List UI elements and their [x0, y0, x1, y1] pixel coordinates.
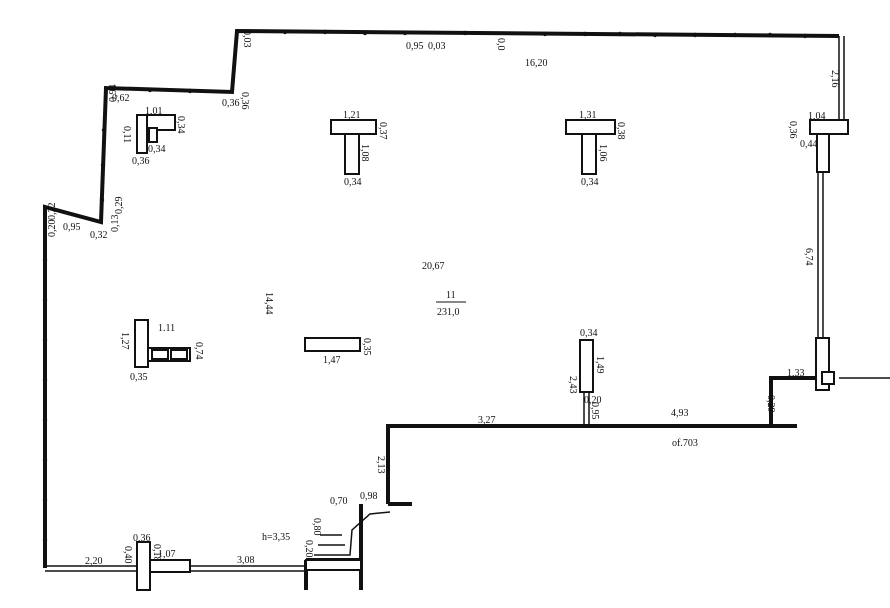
column-4	[134, 319, 191, 368]
dim-center-length: 20,67	[422, 261, 445, 272]
dim-top-small-b: 0,03	[428, 41, 446, 52]
stair-steps	[314, 511, 391, 556]
dim-left-d: 0,32	[90, 230, 108, 241]
dim-bottom-b: 0,36	[133, 533, 151, 544]
dim-right-col-b: 0,36	[787, 121, 798, 139]
dim-top-left-a: 0,03	[241, 30, 252, 48]
dim-stair-a: 0,70	[330, 496, 348, 507]
room-number: 11	[446, 290, 456, 301]
dim-col1-w: 1,01	[145, 106, 163, 117]
column-right-step	[815, 337, 835, 391]
column-1	[136, 114, 176, 154]
column-5	[579, 339, 594, 426]
dim-bottom-c: 0,40	[122, 546, 133, 564]
room-area: 231,0	[437, 307, 460, 318]
dim-top-length: 16,20	[525, 58, 548, 69]
dim-col1-a: 0,36	[132, 156, 150, 167]
dim-col5-w: 0,34	[580, 328, 598, 339]
dim-bottom-d: 1,07	[158, 549, 176, 560]
dim-col1-c: 0,34	[148, 144, 166, 155]
dim-step-d: 0,13	[110, 215, 121, 233]
dim-col4-w: 1.11	[158, 323, 175, 334]
dim-stair-c: 0,80	[311, 518, 322, 536]
dim-col4-b: 0,35	[130, 372, 148, 383]
column-2	[330, 119, 377, 175]
dim-top-small-c: 0,0	[495, 38, 506, 51]
dim-bottom-e: 3,08	[237, 555, 255, 566]
dim-col3-h: 0,38	[615, 122, 626, 140]
dim-col4-v: 0,74	[193, 342, 204, 360]
dim-bottom-mid: 3,27	[478, 415, 496, 426]
stair-box	[305, 559, 362, 571]
dim-stair-v: 2,13	[375, 456, 386, 474]
dim-col1-d: 0,11	[121, 126, 132, 143]
dim-top-left-b: 0,36	[222, 98, 240, 109]
dim-col2-w: 1,21	[343, 110, 361, 121]
dim-right-col-a: 1,04	[808, 111, 826, 122]
dim-right-wall: 6,74	[803, 248, 814, 266]
dim-top-small-a: 0,95	[406, 41, 424, 52]
dim-step-e: 0,29	[114, 197, 125, 215]
elevation-mark: of.703	[672, 438, 698, 449]
dim-bottom-a: 2,20	[85, 556, 103, 567]
dim-col2-h: 0,37	[377, 122, 388, 140]
column-bottom	[136, 541, 191, 591]
dim-right-col-c: 0,44	[800, 139, 818, 150]
dim-center-height: 14,44	[263, 292, 274, 315]
dim-left-c: 0,95	[63, 222, 81, 233]
dim-right-top: 2,16	[829, 70, 840, 88]
column-3	[565, 119, 616, 175]
wall-ticks	[42, 29, 808, 543]
dim-bottom-right: 4,93	[671, 408, 689, 419]
inner-wall-bottom	[386, 376, 822, 504]
dim-col5-b: 0,20	[584, 395, 602, 406]
stair-wall	[304, 502, 412, 590]
dim-stair-d: 0,20	[303, 540, 314, 558]
dim-col3-v: 1,06	[597, 144, 608, 162]
dim-beam: 1,47	[323, 355, 341, 366]
dim-col3-w: 1,31	[579, 110, 597, 121]
dim-stair-b: 0,98	[360, 491, 378, 502]
dim-step-b: 0,94	[108, 85, 119, 103]
dim-col4-h: 1,27	[119, 332, 130, 350]
beam	[304, 337, 361, 352]
dim-right-step-v: 0,29	[765, 395, 776, 413]
dim-beam-h: 0,35	[361, 338, 372, 356]
dim-col1-b: 0,34	[175, 116, 186, 134]
dim-col5-c: 0,95	[589, 402, 600, 420]
outer-wall	[43, 28, 840, 568]
dim-left-a: 0,20	[47, 220, 58, 238]
dim-col2-v: 1,08	[359, 144, 370, 162]
dim-step-a: 0,62	[112, 93, 130, 104]
room-height: h=3,35	[262, 532, 290, 543]
dim-col3-b: 0,34	[581, 177, 599, 188]
dim-col5-a: 2,43	[567, 376, 578, 394]
dim-col5-v: 1,49	[594, 356, 605, 374]
dim-left-b: 0,22	[47, 203, 58, 221]
dim-right-step: 1,33	[787, 368, 805, 379]
dim-bottom-f: 0,18	[151, 544, 162, 562]
column-right	[809, 119, 849, 173]
dim-step-c: 0,36	[239, 92, 250, 110]
dim-col2-b: 0,34	[344, 177, 362, 188]
